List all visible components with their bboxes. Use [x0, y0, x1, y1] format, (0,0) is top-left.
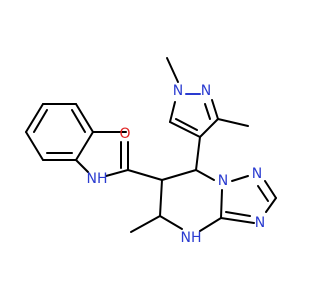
bond-pyrazole-c3-c4 — [199, 118, 219, 138]
bond-c5-n4 — [159, 215, 183, 230]
bond-pyrazole-c4-c5-double — [175, 118, 198, 131]
bond-pyrazole-c5-n1 — [169, 101, 176, 123]
atom-o-carbonyl: O — [119, 126, 130, 142]
bond-nright-c3a-double — [225, 211, 251, 217]
atom-nh-ring: NH — [181, 230, 202, 246]
bond-n4-c3a — [199, 217, 222, 232]
bond-carbonyl-nh — [105, 169, 129, 177]
bond-c4-c7 — [195, 136, 201, 171]
atom-n-pyrazole-1: N — [173, 83, 183, 99]
bond-c3-methyl — [217, 118, 249, 127]
bond-c6-c5 — [159, 179, 163, 217]
molecule-structure-diagram: N N O NH N N N NH — [25, 57, 277, 246]
bond-c-nright — [265, 197, 277, 213]
bond-c3a-nbridge — [220, 189, 223, 219]
bond-ph-c2-c3 — [75, 103, 94, 133]
bond-nh-phenyl — [75, 159, 89, 173]
bond-pyrazole-c4-c5 — [169, 121, 201, 138]
bond-pyrazole-n2-c3 — [211, 99, 219, 120]
atom-n-triazole-top: N — [252, 166, 262, 182]
bond-ph-c4-c5-double — [33, 109, 48, 133]
bond-pyrazole-n2-c3-double — [204, 103, 211, 120]
bond-nbridge-ntop — [231, 175, 249, 182]
bond-ph-c4-c5 — [25, 103, 44, 133]
bond-c5-methyl — [130, 215, 161, 233]
bond-nright-c3a — [220, 217, 255, 224]
atom-n-bridge: N — [218, 173, 228, 189]
bond-ntop-c — [264, 180, 277, 199]
bond-ph-c2-c3-double — [71, 109, 86, 133]
bond-ph-c5-c6 — [25, 131, 44, 161]
bond-c6-carbonyl — [127, 169, 163, 181]
atom-nh-amide: NH — [87, 171, 108, 187]
bond-ntop-c-double — [257, 185, 269, 202]
bond-nbridge-c7 — [195, 169, 215, 181]
bond-n1-methyl — [166, 57, 179, 83]
bond-ph-c1-c2 — [75, 131, 94, 161]
atom-n-triazole-right: N — [255, 215, 265, 231]
atom-n-pyrazole-2: N — [201, 83, 211, 99]
bond-c7-c6 — [161, 169, 197, 181]
molecule-svg: N N O NH N N N NH — [25, 57, 277, 246]
